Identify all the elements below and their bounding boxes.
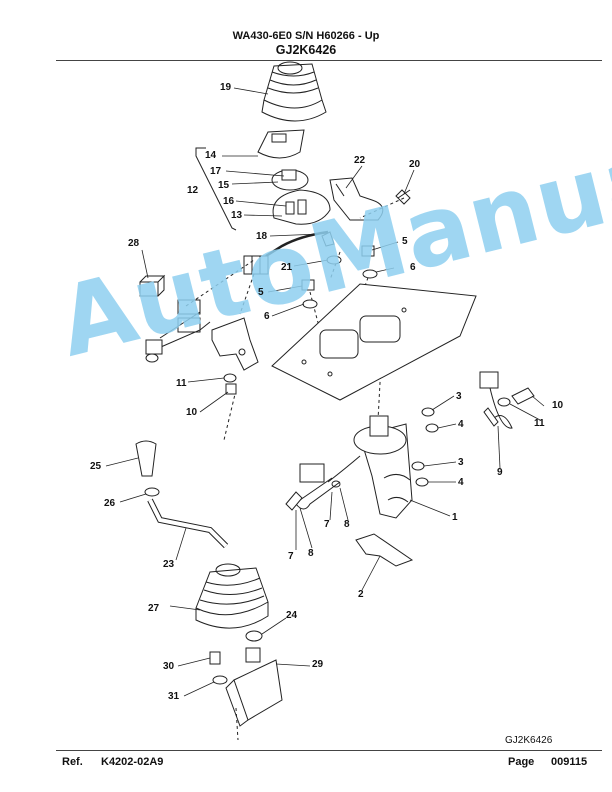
callout-15: 15 (218, 180, 230, 191)
callout-10b: 10 (552, 400, 564, 411)
callout-6: 6 (410, 262, 416, 273)
callout-4b: 4 (458, 477, 464, 488)
callout-8b: 8 (308, 548, 314, 559)
callout-5: 5 (402, 236, 408, 247)
callout-9: 9 (497, 467, 503, 478)
callout-23: 23 (163, 559, 175, 570)
callout-31: 31 (168, 691, 180, 702)
callout-28: 28 (128, 238, 140, 249)
callout-5b: 5 (258, 287, 264, 298)
callout-22: 22 (354, 155, 366, 166)
callout-18: 18 (256, 231, 268, 242)
leader-lines (105, 87, 545, 697)
footer-page-label: Page (508, 756, 535, 768)
callout-24: 24 (286, 610, 298, 621)
callout-20: 20 (409, 159, 421, 170)
header-figure-code: GJ2K6426 (275, 43, 337, 57)
callout-27: 27 (148, 603, 160, 614)
callout-11: 11 (176, 378, 187, 389)
part-29-switch (225, 647, 283, 727)
part-19-boot (261, 61, 327, 122)
callout-12: 12 (187, 185, 199, 196)
footer-ref-label: Ref. (62, 756, 83, 768)
callout-3: 3 (456, 391, 462, 402)
callout-10: 10 (186, 407, 198, 418)
callout-21: 21 (281, 262, 293, 273)
callout-14: 14 (205, 150, 217, 161)
callout-2: 2 (358, 589, 364, 600)
callout-30: 30 (163, 661, 175, 672)
footer-ref-value: K4202-02A9 (101, 756, 164, 768)
footer-divider (56, 750, 602, 751)
footer-page-value: 009115 (551, 756, 588, 768)
callout-26: 26 (104, 498, 116, 509)
callout-13: 13 (231, 210, 243, 221)
header-divider (56, 60, 602, 61)
callout-6b: 6 (264, 311, 270, 322)
connector-assembly (145, 299, 211, 363)
callout-29: 29 (312, 659, 324, 670)
callout-7b: 7 (288, 551, 294, 562)
callout-25: 25 (90, 461, 102, 472)
callout-7: 7 (324, 519, 330, 530)
header-model: WA430-6E0 S/N H60266 - Up (232, 30, 380, 42)
callout-19: 19 (220, 82, 232, 93)
callout-1: 1 (452, 512, 458, 523)
callout-11b: 11 (534, 418, 545, 429)
callout-3b: 3 (458, 457, 464, 468)
callout-4: 4 (458, 419, 464, 430)
callout-16: 16 (223, 196, 235, 207)
part-14-plate (257, 129, 305, 159)
callout-8: 8 (344, 519, 350, 530)
callout-17: 17 (210, 166, 222, 177)
part-1-pilot-valve (353, 415, 413, 519)
part-27-boot (195, 563, 269, 629)
figure-label: GJ2K6426 (505, 735, 553, 746)
